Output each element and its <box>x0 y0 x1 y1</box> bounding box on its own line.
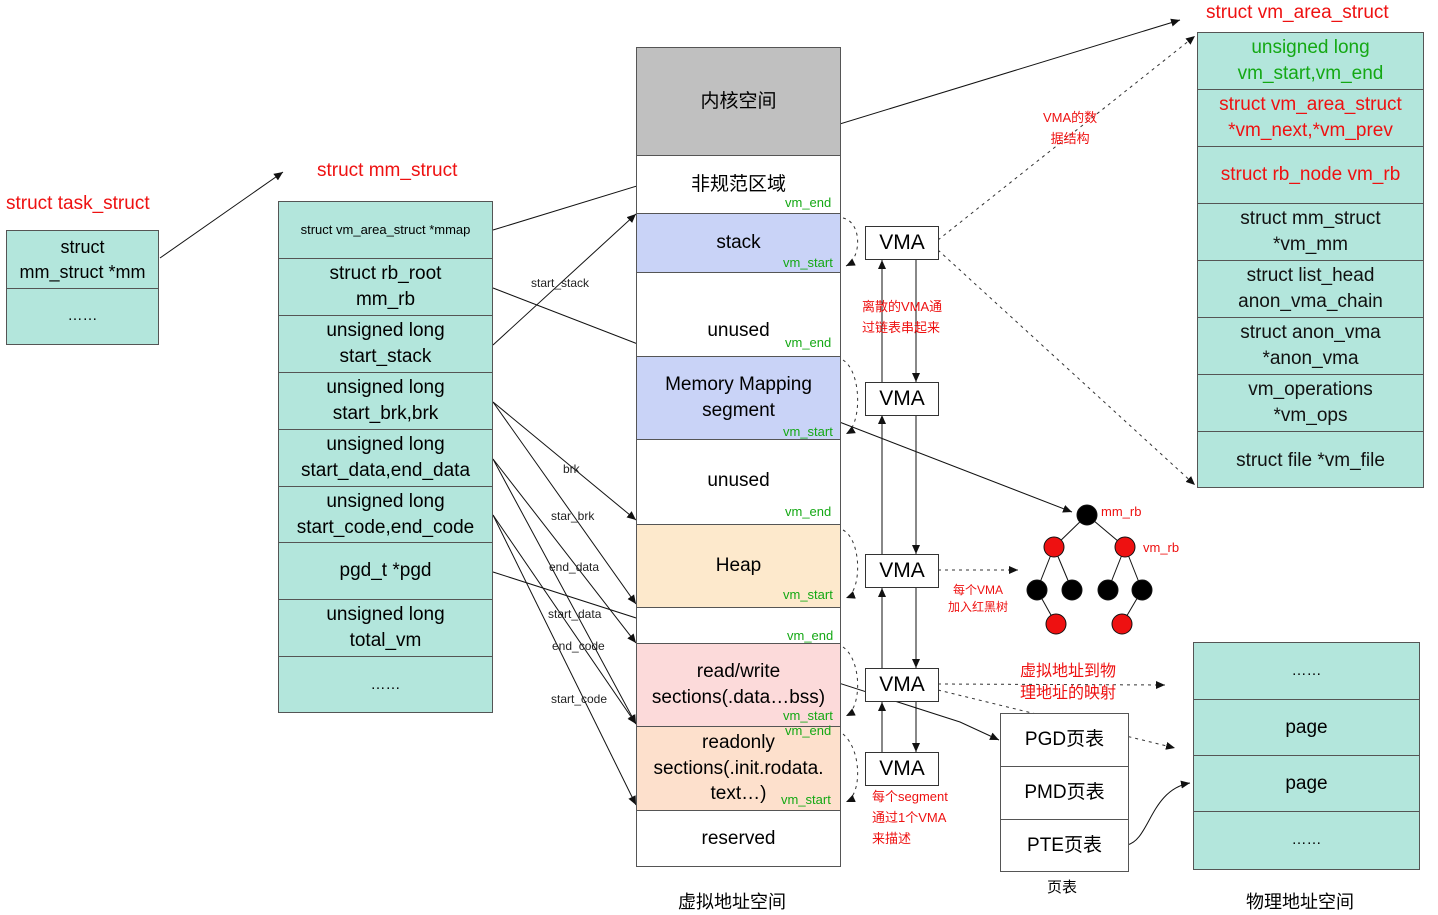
data-segment: read/write sections(.data…bss) <box>637 644 840 727</box>
pte-to-page-arrow <box>1126 780 1191 846</box>
label-start-data: start_data <box>548 607 602 621</box>
task-mm-field: struct mm_struct *mm <box>7 231 158 289</box>
physical-more-top: …… <box>1194 643 1419 700</box>
note-linked-list: 离散的VMA通 过链表串起来 <box>862 299 943 335</box>
vm-area-struct-title: struct vm_area_struct <box>1206 2 1389 23</box>
physical-address-space: …… page page …… <box>1193 642 1420 870</box>
pmd-table: PMD页表 <box>1001 767 1128 820</box>
label-star-brk: star_brk <box>551 509 595 523</box>
vma-heap: VMA <box>865 554 939 588</box>
mm-struct-field: struct vm_area_struct *mmap <box>279 202 492 259</box>
vm-start-tag: vm_start <box>783 587 833 602</box>
vm-area-struct-field: struct mm_struct *vm_mm <box>1198 204 1423 261</box>
note-rb-tree: 每个VMA 加入红黑树 <box>948 583 1009 615</box>
unused-area: unused <box>637 440 840 525</box>
vm-end-tag: vm_end <box>787 628 834 643</box>
end-code-arrow <box>492 514 637 725</box>
mm-struct-field: struct rb_root mm_rb <box>279 259 492 316</box>
vma-code: VMA <box>865 752 939 786</box>
note-segment: 每个segment 通过1个VMA 来描述 <box>872 789 948 846</box>
mm-struct-field: …… <box>370 676 401 694</box>
start-data-arrow <box>492 458 637 725</box>
task-struct-title: struct task_struct <box>6 193 150 214</box>
task-struct-box: struct mm_struct *mm …… <box>6 230 159 345</box>
code-segment: readonly sections(.init.rodata. text…) <box>637 727 840 811</box>
vm-area-struct-field: struct anon_vma *anon_vma <box>1198 318 1423 375</box>
brk-arrow <box>492 401 637 521</box>
gap-area <box>637 608 840 644</box>
reserved-area: reserved <box>637 811 840 866</box>
memory-mapping-segment: Memory Mapping segment <box>637 357 840 440</box>
physical-page: page <box>1194 700 1419 756</box>
mm-struct-title: struct mm_struct <box>317 160 458 181</box>
note-vma-data-structure: VMA的数 据结构 <box>1043 110 1098 146</box>
label-end-code: end_code <box>552 639 605 653</box>
start-brk-arrow <box>492 401 637 605</box>
start-code-arrow <box>492 514 637 806</box>
vm-start-tag: vm_start <box>783 708 833 723</box>
task-more-field: …… <box>67 307 98 325</box>
non-canonical-area: 非规范区域 <box>637 156 840 214</box>
rb-node-label: vm_rb <box>1143 540 1180 555</box>
rb-root-node <box>1076 504 1098 526</box>
mm-struct-field: unsigned long start_code,end_code <box>279 487 492 543</box>
label-start-code: start_code <box>551 692 608 706</box>
heap-segment: Heap <box>637 525 840 608</box>
mm-struct-field: unsigned long start_brk,brk <box>279 373 492 430</box>
vm-end-tag: vm_end <box>785 723 832 738</box>
mm-struct-field: unsigned long start_stack <box>279 316 492 373</box>
vm-area-struct-field: struct rb_node vm_rb <box>1198 147 1423 204</box>
rb-root-label: mm_rb <box>1101 504 1142 519</box>
unused-area: unused <box>637 273 840 357</box>
end-data-arrow <box>492 458 637 644</box>
vm-end-tag: vm_end <box>785 195 832 210</box>
label-end-data: end_data <box>549 560 600 574</box>
mm-struct-field: unsigned long total_vm <box>279 600 492 657</box>
stack-segment: stack <box>637 214 840 273</box>
page-table-box: PGD页表 PMD页表 PTE页表 <box>1000 713 1129 872</box>
vma-mmap: VMA <box>865 382 939 416</box>
mm-struct-field: unsigned long start_data,end_data <box>279 430 492 487</box>
vm-start-tag: vm_start <box>783 424 833 439</box>
kernel-space: 内核空间 <box>637 48 840 156</box>
vm-area-struct-field: unsigned long vm_start,vm_end <box>1198 33 1423 90</box>
start-stack-arrow <box>492 213 637 346</box>
page-table-caption: 页表 <box>1047 879 1078 896</box>
label-brk: brk <box>563 462 580 476</box>
vma-stack: VMA <box>865 226 939 260</box>
vma-data: VMA <box>865 668 939 702</box>
virtual-address-space-caption: 虚拟地址空间 <box>678 892 786 912</box>
vm-area-struct-field: struct vm_area_struct *vm_next,*vm_prev <box>1198 90 1423 147</box>
vm-area-struct-field: vm_operations *vm_ops <box>1198 375 1423 432</box>
vm-area-struct-field: struct file *vm_file <box>1236 449 1385 471</box>
physical-page: page <box>1194 756 1419 812</box>
mm-struct-field: pgd_t *pgd <box>279 543 492 600</box>
task-to-mm-arrow <box>159 171 284 259</box>
note-mapping: 虚拟地址到物 理地址的映射 <box>1020 663 1117 703</box>
label-start-stack: start_stack <box>531 276 590 290</box>
physical-address-space-caption: 物理地址空间 <box>1246 892 1354 912</box>
pgd-table: PGD页表 <box>1001 714 1128 767</box>
physical-more-bottom: …… <box>1291 831 1322 849</box>
vm-start-tag: vm_start <box>783 255 833 270</box>
pte-table: PTE页表 <box>1027 834 1102 856</box>
vm-end-tag: vm_end <box>785 504 832 519</box>
vm-area-struct-field: struct list_head anon_vma_chain <box>1198 261 1423 318</box>
vm-start-tag: vm_start <box>781 792 831 807</box>
vm-end-tag: vm_end <box>785 335 832 350</box>
